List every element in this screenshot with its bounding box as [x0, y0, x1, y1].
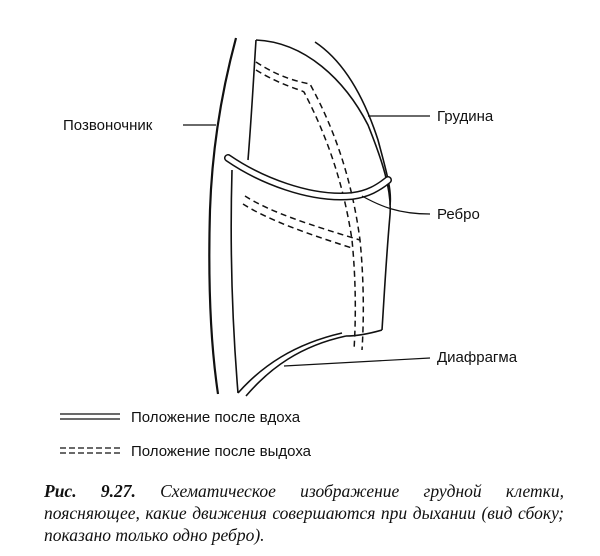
spine-label: Позвоночник [63, 117, 153, 134]
rib-shape [224, 154, 392, 201]
figure-number: Рис. 9.27. [44, 481, 136, 501]
leader-lines [183, 115, 431, 367]
figure-caption-text: Схематическое изображение грудной клетки… [44, 481, 564, 545]
legend-swatch-exhale [60, 447, 120, 454]
chest-contour-inhale [230, 39, 392, 397]
figure-caption: Рис. 9.27. Схематическое изображение гру… [44, 480, 564, 546]
chest-breathing-diagram: Позвоночник Грудина Ребро Диафрагма Поло… [60, 37, 518, 460]
rib-leader [361, 195, 431, 215]
legend-label-exhale: Положение после выдоха [131, 443, 312, 460]
spine-line [208, 37, 238, 395]
rib-label: Ребро [437, 206, 480, 223]
diaphragm-label: Диафрагма [437, 349, 518, 366]
chest-contour-exhale [242, 61, 365, 351]
diaphragm-leader [283, 357, 431, 367]
legend-swatch-inhale [60, 413, 120, 420]
legend-label-inhale: Положение после вдоха [131, 409, 301, 426]
legend: Положение после вдоха Положение после вы… [60, 409, 312, 460]
sternum-label: Грудина [437, 108, 494, 125]
